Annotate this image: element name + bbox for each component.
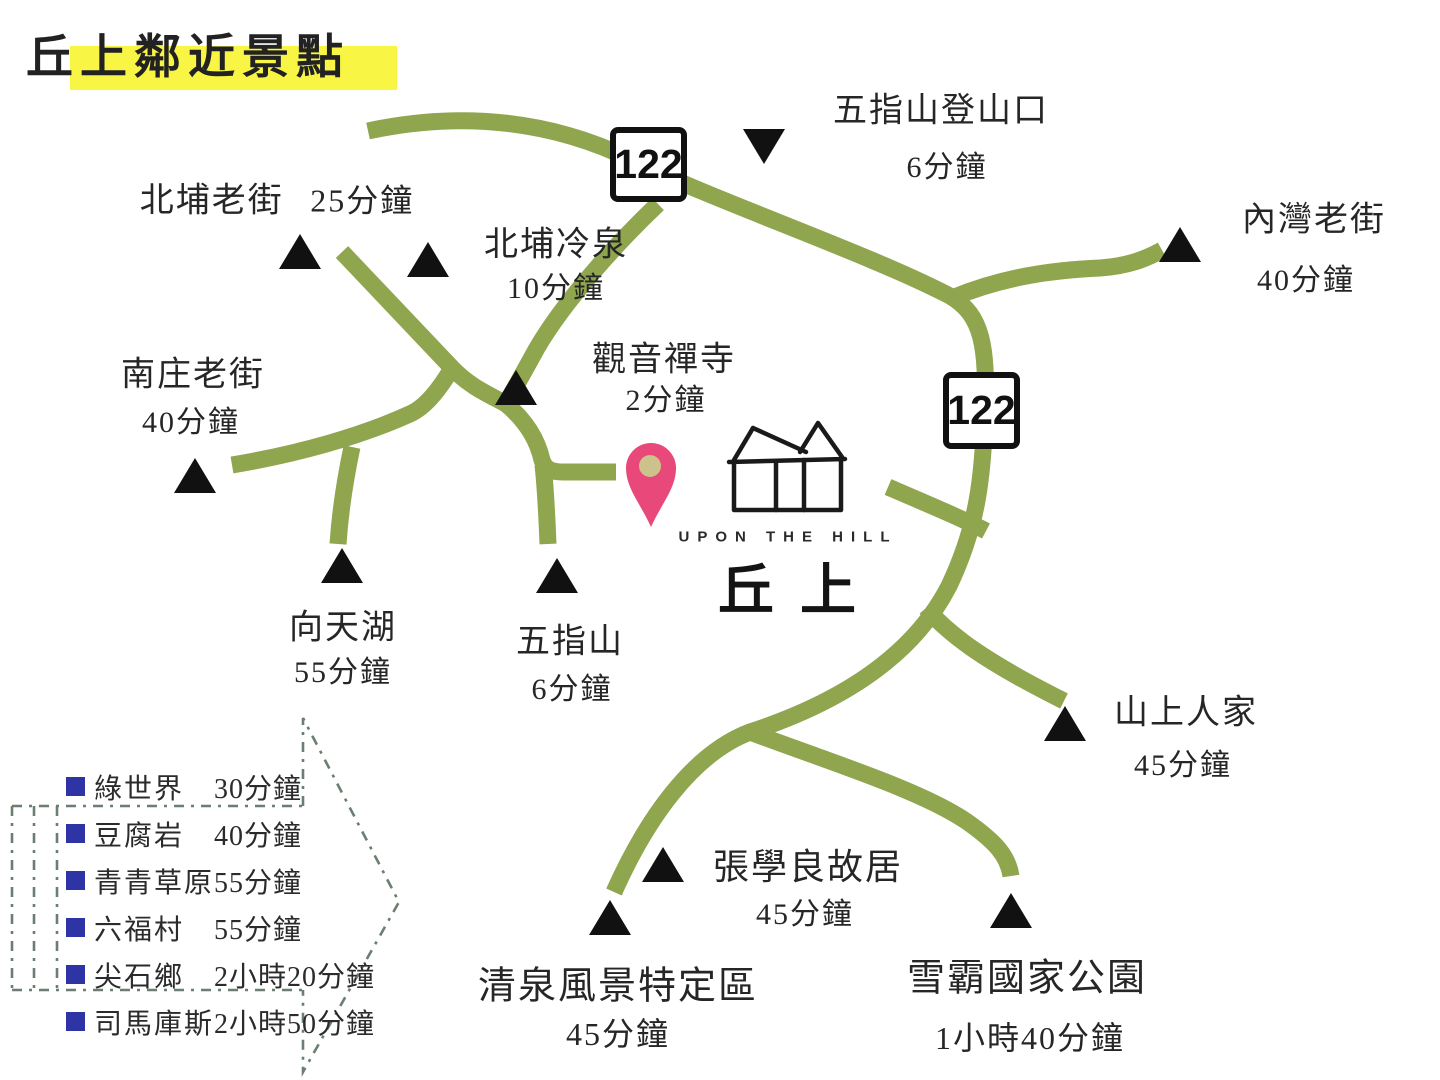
label-xiangtian-lake: 向天湖: [289, 609, 397, 647]
triangle-marker-beipu-old-street: [279, 234, 321, 269]
bullet-square-icon: [66, 965, 85, 984]
time-guanyin-temple: 2分鐘: [625, 384, 707, 417]
list-item-time: 55分鐘: [214, 914, 303, 946]
distance-list: 綠世界 30分鐘 豆腐岩 40分鐘 青青草原 55分鐘 六福村 55分鐘 尖石鄉…: [66, 763, 375, 1045]
house-icon: [726, 420, 848, 513]
label-shanshang-renjia: 山上人家: [1114, 694, 1258, 732]
list-item-name: 司馬庫斯: [94, 1008, 215, 1040]
list-item: 尖石鄉 2小時20分鐘: [66, 951, 375, 998]
time-zhang-xueliang: 45分鐘: [756, 898, 854, 931]
triangle-marker-zhang-xueliang: [642, 847, 684, 882]
time-neiwan-old-street: 40分鐘: [1257, 264, 1355, 297]
route-122-sign-right: 122: [943, 372, 1020, 449]
bullet-square-icon: [66, 824, 85, 843]
bullet-square-icon: [66, 871, 85, 890]
bullet-square-icon: [66, 777, 85, 796]
attraction-name: 北埔老街: [139, 182, 284, 220]
label-beipu-cold-spring: 北埔冷泉: [484, 226, 628, 264]
brand-name-en: UPON THE HILL: [678, 528, 898, 546]
road-leg-xiangtianhu: [329, 445, 361, 545]
attraction-time: 25分鐘: [310, 182, 415, 219]
list-item-time: 2小時50分鐘: [214, 1008, 376, 1040]
time-wuzhishan-trailhead: 6分鐘: [906, 151, 988, 184]
bullet-square-icon: [66, 1012, 85, 1031]
bullet-square-icon: [66, 918, 85, 937]
time-shanshang-renjia: 45分鐘: [1134, 749, 1232, 782]
label-nanzhuang-old-street: 南庄老街: [121, 356, 265, 394]
road-road-nanzhuang: [230, 363, 460, 474]
list-item: 綠世界 30分鐘: [66, 763, 375, 810]
list-item-name: 尖石鄉: [94, 961, 185, 993]
route-122-sign-top: 122: [610, 127, 687, 202]
triangle-marker-wuzhishan: [536, 558, 578, 593]
list-item-name: 青青草原: [94, 867, 215, 899]
road-branch-shanshang: [919, 602, 1068, 709]
list-item-name: 豆腐岩: [94, 820, 185, 852]
list-item-time: 55分鐘: [214, 867, 303, 899]
list-item-time: 2小時20分鐘: [214, 961, 376, 993]
label-beipu-old-street: 北埔老街 25分鐘: [140, 173, 415, 222]
triangle-marker-guanyin-temple: [495, 370, 537, 405]
road-branch-neiwan: [948, 242, 1167, 306]
label-neiwan-old-street: 內灣老街: [1242, 201, 1386, 239]
brand-logo-zh: 丘上: [718, 560, 882, 623]
list-item: 六福村 55分鐘: [66, 904, 375, 951]
title-highlight: [70, 46, 397, 90]
list-item-name: 六福村: [94, 914, 185, 946]
time-beipu-cold-spring: 10分鐘: [507, 272, 605, 305]
triangle-marker-wuzhishan-trailhead: [743, 129, 785, 164]
time-qingquan-scenic: 45分鐘: [565, 1016, 671, 1052]
time-xueba-national-park: 1小時40分鐘: [934, 1020, 1126, 1056]
triangle-marker-neiwan-old-street: [1159, 227, 1201, 262]
label-wuzhishan: 五指山: [516, 623, 624, 661]
list-item: 司馬庫斯 2小時50分鐘: [66, 998, 375, 1045]
label-qingquan-scenic: 清泉風景特定區: [477, 965, 759, 1008]
page-title: 丘上鄰近景點: [26, 32, 350, 84]
list-item-time: 30分鐘: [214, 773, 303, 805]
list-item-name: 綠世界: [94, 773, 185, 805]
location-pin-icon: [626, 443, 676, 527]
road-road-nw-diagonal: [335, 246, 511, 412]
triangle-marker-qingquan-scenic: [589, 900, 631, 935]
triangle-marker-nanzhuang-old-street: [174, 458, 216, 493]
road-leg-wuzhishan: [534, 464, 557, 545]
road-branch-xueba: [747, 724, 1020, 878]
label-zhang-xueliang: 張學良故居: [712, 847, 904, 887]
label-wuzhishan-trailhead: 五指山登山口: [833, 92, 1049, 130]
time-wuzhishan: 6分鐘: [531, 673, 613, 706]
triangle-marker-shanshang-renjia: [1044, 706, 1086, 741]
label-guanyin-temple: 觀音禪寺: [592, 341, 736, 379]
time-xiangtian-lake: 55分鐘: [294, 656, 392, 689]
dashed-arrow-outline: [301, 717, 401, 1077]
label-xueba-national-park: 雪霸國家公園: [906, 957, 1148, 1000]
dashed-arrow: [10, 717, 401, 1077]
road-s-curve-to-pin: [500, 397, 616, 481]
time-nanzhuang-old-street: 40分鐘: [142, 406, 240, 439]
triangle-marker-xueba-national-park: [990, 893, 1032, 928]
road-stub-house: [884, 479, 990, 539]
markers-layer: [174, 129, 1201, 935]
triangle-marker-xiangtian-lake: [321, 548, 363, 583]
triangle-marker-beipu-cold-spring: [407, 242, 449, 277]
list-item: 豆腐岩 40分鐘: [66, 810, 375, 857]
list-item-time: 40分鐘: [214, 820, 303, 852]
list-item: 青青草原 55分鐘: [66, 857, 375, 904]
